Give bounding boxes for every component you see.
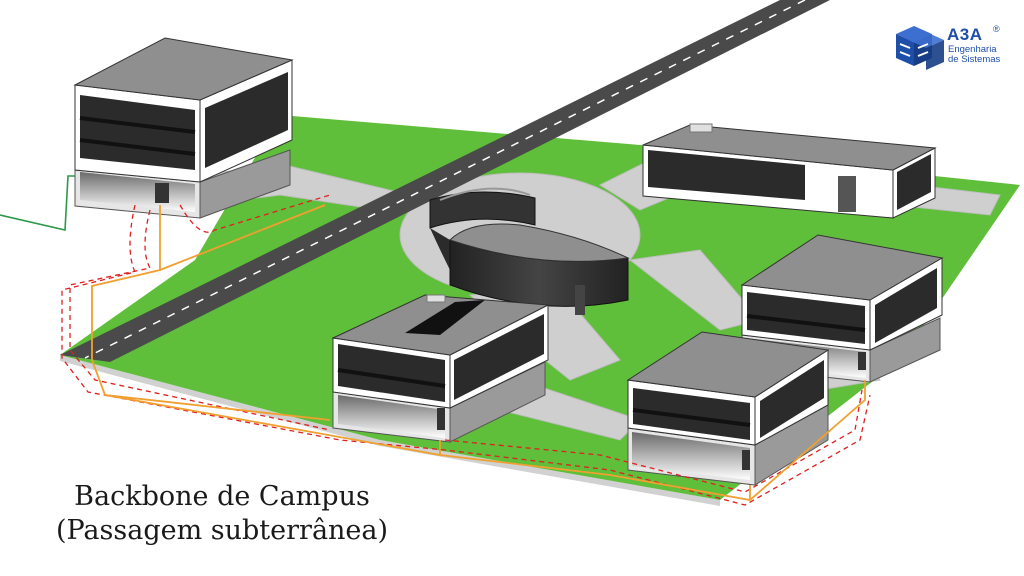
building-top-right	[642, 123, 937, 219]
logo-tagline-line1: Engenharia	[948, 44, 997, 55]
logo-tagline-line2: de Sistemas	[948, 54, 1001, 65]
building-curved-central	[429, 187, 630, 315]
building-center	[331, 294, 550, 443]
underground-conduit	[61, 194, 871, 506]
ground-edge	[60, 355, 720, 506]
caption-title: Backbone de Campus	[74, 481, 370, 512]
road	[60, 0, 830, 362]
building-top-left	[73, 37, 294, 219]
logo-brand-name: A3A	[947, 25, 983, 44]
a3a-logo: A3A ® Engenharia de Sistemas	[892, 22, 1012, 72]
caption-subtitle: (Passagem subterrânea)	[55, 515, 389, 546]
logo-mark-icon	[896, 26, 944, 70]
diagram-caption: Backbone de Campus (Passagem subterrânea…	[32, 480, 412, 548]
external-link-line	[0, 175, 85, 231]
logo-registered-mark: ®	[993, 24, 1000, 34]
fiber-optic-cable	[91, 204, 866, 501]
